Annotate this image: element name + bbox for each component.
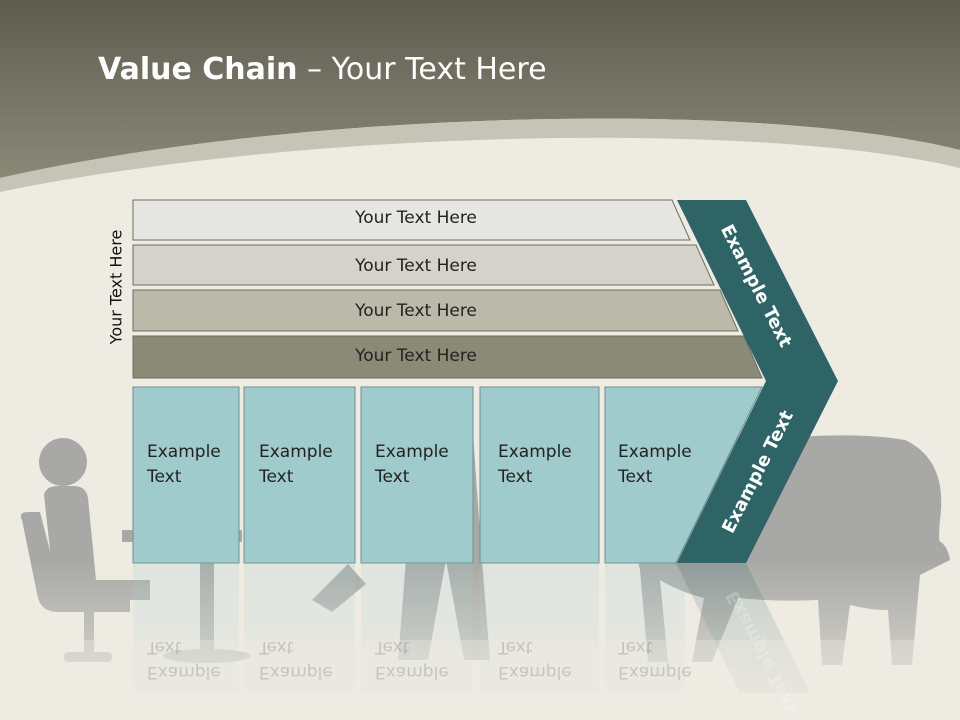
support-row-label: Your Text Here <box>355 256 477 276</box>
primary-activity-cell <box>243 386 356 564</box>
support-row-band <box>132 199 691 241</box>
margin-chevron <box>677 200 838 563</box>
activity-line1: Example <box>259 662 333 682</box>
activity-label-reflection: Example Text <box>375 634 449 684</box>
title-rest: – Your Text Here <box>297 52 547 87</box>
activity-line2: Text <box>498 637 533 657</box>
activity-label-reflection: Example Text <box>498 634 572 684</box>
primary-activity-cell <box>479 386 600 564</box>
activity-line2: Text <box>618 467 653 487</box>
activity-line2: Text <box>498 467 533 487</box>
support-activity-rows <box>132 199 763 379</box>
activity-line2: Text <box>375 467 410 487</box>
activity-line2: Text <box>375 637 410 657</box>
support-row-band <box>132 289 739 332</box>
activity-line1: Example <box>375 662 449 682</box>
activity-line1: Example <box>147 662 221 682</box>
activity-line2: Text <box>147 637 182 657</box>
floor-fade <box>0 560 960 720</box>
activity-line1: Example <box>147 442 221 462</box>
activity-line2: Text <box>259 467 294 487</box>
primary-activity-cells <box>132 386 763 564</box>
support-row-label: Your Text Here <box>355 346 477 366</box>
header-swoosh <box>0 118 960 192</box>
title-bold: Value Chain <box>98 52 298 87</box>
activity-line2: Text <box>259 637 294 657</box>
primary-activity-cell <box>360 386 474 564</box>
activity-line1: Example <box>498 662 572 682</box>
support-row-band <box>132 335 763 379</box>
activity-line2: Text <box>147 467 182 487</box>
activity-line1: Example <box>618 442 692 462</box>
support-row-label: Your Text Here <box>355 301 477 321</box>
activity-line1: Example <box>498 442 572 462</box>
activity-line1: Example <box>259 442 333 462</box>
activity-label-reflection: Example Text <box>259 634 333 684</box>
header-band <box>0 0 960 178</box>
primary-activity-cell <box>132 386 240 564</box>
activity-line1: Example <box>618 662 692 682</box>
floor-plane <box>0 640 960 720</box>
slide-title: Value Chain – Your Text Here <box>98 52 547 87</box>
support-activities-label: Your Text Here <box>106 229 126 345</box>
support-row-label: Your Text Here <box>355 208 477 228</box>
activity-label-reflection: Example Text <box>618 634 692 684</box>
activity-label-reflection: Example Text <box>147 634 221 684</box>
activity-line2: Text <box>618 637 653 657</box>
activity-line1: Example <box>375 442 449 462</box>
support-row-band <box>132 244 715 286</box>
